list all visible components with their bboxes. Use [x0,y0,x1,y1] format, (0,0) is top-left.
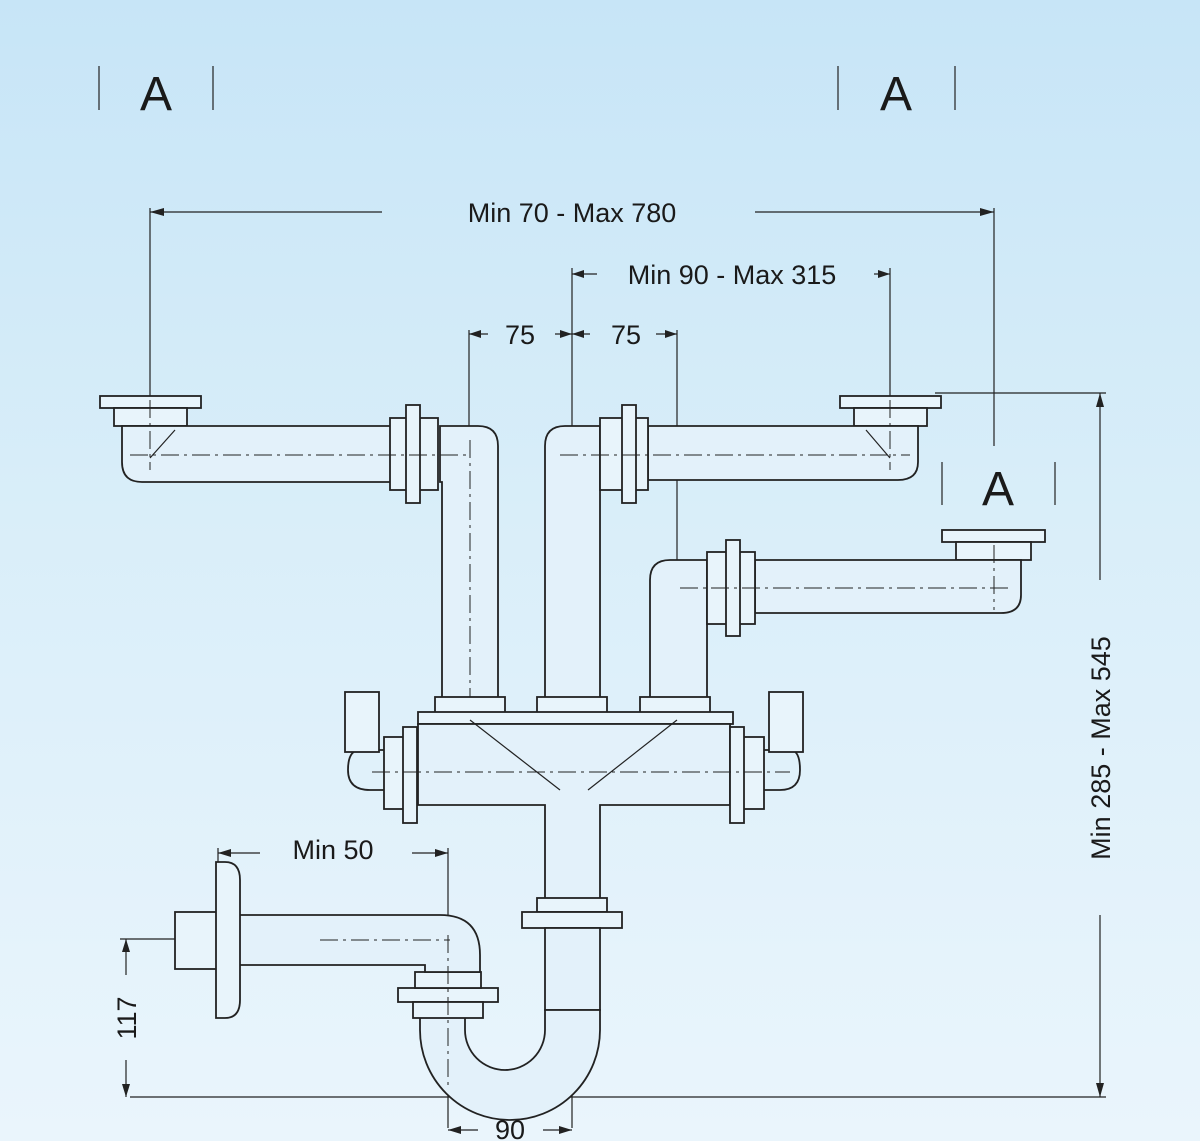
side-waste [649,529,1046,701]
marker-a-top-left-label: A [140,68,172,121]
dimension-outlet-height: 117 [112,938,175,1097]
dimension-outlet-min-label: Min 50 [292,835,373,865]
dimension-offset-left-label: 75 [505,320,535,350]
dimension-total-height: Min 285 - Max 545 [130,392,1116,1098]
marker-a-side-label: A [982,463,1014,516]
left-vertical-pipe [130,404,499,701]
marker-a-top-left: A [98,66,214,121]
dimension-total-height-label: Min 285 - Max 545 [1086,636,1116,860]
marker-a-top-right: A [837,66,956,121]
dimension-inner-width-label: Min 90 - Max 315 [628,260,837,290]
right-basin-waste [647,395,942,481]
dimension-overall-width: Min 70 - Max 780 [149,198,995,446]
center-vertical-pipe [544,404,910,701]
dimension-overall-width-label: Min 70 - Max 780 [468,198,677,228]
marker-a-top-right-label: A [880,68,912,121]
dimension-outlet-min: Min 50 [217,835,449,1128]
dimension-offset-right-label: 75 [611,320,641,350]
manifold [344,691,804,901]
dimension-inner-width: Min 90 - Max 315 [571,260,891,1128]
marker-a-side: A [941,462,1056,516]
dimension-outlet-height-label: 117 [112,996,142,1039]
trap [174,861,623,1121]
left-basin-waste [99,395,393,483]
